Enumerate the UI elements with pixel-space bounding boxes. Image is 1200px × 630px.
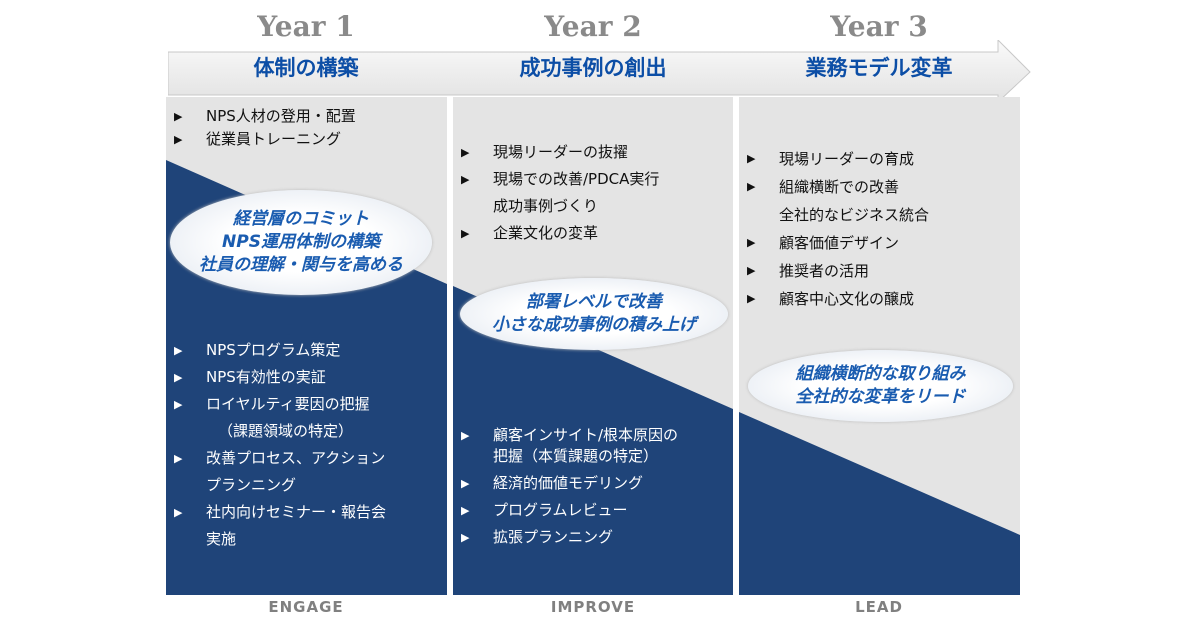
list-item: ▶NPSプログラム策定 — [174, 341, 341, 359]
list-item: ▶現場リーダーの育成 — [747, 150, 915, 168]
year-1-label: Year 1 — [257, 10, 355, 43]
list-item: ▶プログラムレビュー — [461, 501, 628, 519]
list-item: ▶ロイヤルティ要因の把握 — [174, 395, 370, 413]
list-item: ▶顧客価値デザイン — [747, 234, 900, 252]
phase-2-title: 成功事例の創出 — [519, 56, 667, 80]
list-item-cont: （課題領域の特定） — [218, 422, 354, 440]
list-item: ▶組織横断での改善 — [747, 178, 900, 196]
year-2-label: Year 2 — [544, 10, 642, 43]
list-item: ▶顧客中心文化の醸成 — [747, 290, 915, 308]
list-item: ▶経済的価値モデリング — [461, 474, 644, 492]
year-3-label: Year 3 — [830, 10, 928, 43]
list-item: ▶拡張プランニング — [461, 528, 614, 546]
timeline-arrow — [168, 40, 1031, 102]
phase-3-title: 業務モデル変革 — [805, 56, 953, 80]
footer-engage: ENGAGE — [268, 598, 344, 616]
list-item: ▶NPS人材の登用・配置 — [174, 107, 356, 125]
lead-bubble: 組織横断的な取り組み全社的な変革をリード — [748, 350, 1013, 422]
list-item: ▶社内向けセミナー・報告会 — [174, 503, 387, 521]
column-lead: ▶現場リーダーの育成 ▶組織横断での改善 全社的なビジネス統合 ▶顧客価値デザイ… — [739, 97, 1020, 595]
list-item: ▶現場での改善/PDCA実行 — [461, 170, 660, 188]
phase-1-title: 体制の構築 — [253, 56, 359, 80]
column-engage: ▶NPS人材の登用・配置 ▶従業員トレーニング ▶NPSプログラム策定 ▶NPS… — [166, 97, 447, 595]
list-item-cont: 実施 — [206, 530, 237, 548]
list-item-cont: 把握（本質課題の特定） — [493, 447, 659, 465]
list-item-cont: 全社的なビジネス統合 — [779, 206, 930, 224]
footer-improve: IMPROVE — [550, 598, 636, 616]
list-item-cont: 成功事例づくり — [493, 197, 599, 215]
list-item: ▶顧客インサイト/根本原因の — [461, 426, 679, 444]
list-item: ▶改善プロセス、アクション — [174, 449, 386, 467]
list-item: ▶従業員トレーニング — [174, 130, 342, 148]
list-item: ▶現場リーダーの抜擢 — [461, 143, 629, 161]
list-item: ▶NPS有効性の実証 — [174, 368, 326, 386]
list-item: ▶推奨者の活用 — [747, 262, 870, 280]
list-item: ▶企業文化の変革 — [461, 224, 599, 242]
footer-lead: LEAD — [855, 598, 903, 616]
list-item-cont: プランニング — [206, 476, 297, 494]
improve-bubble: 部署レベルで改善小さな成功事例の積み上げ — [460, 278, 728, 350]
